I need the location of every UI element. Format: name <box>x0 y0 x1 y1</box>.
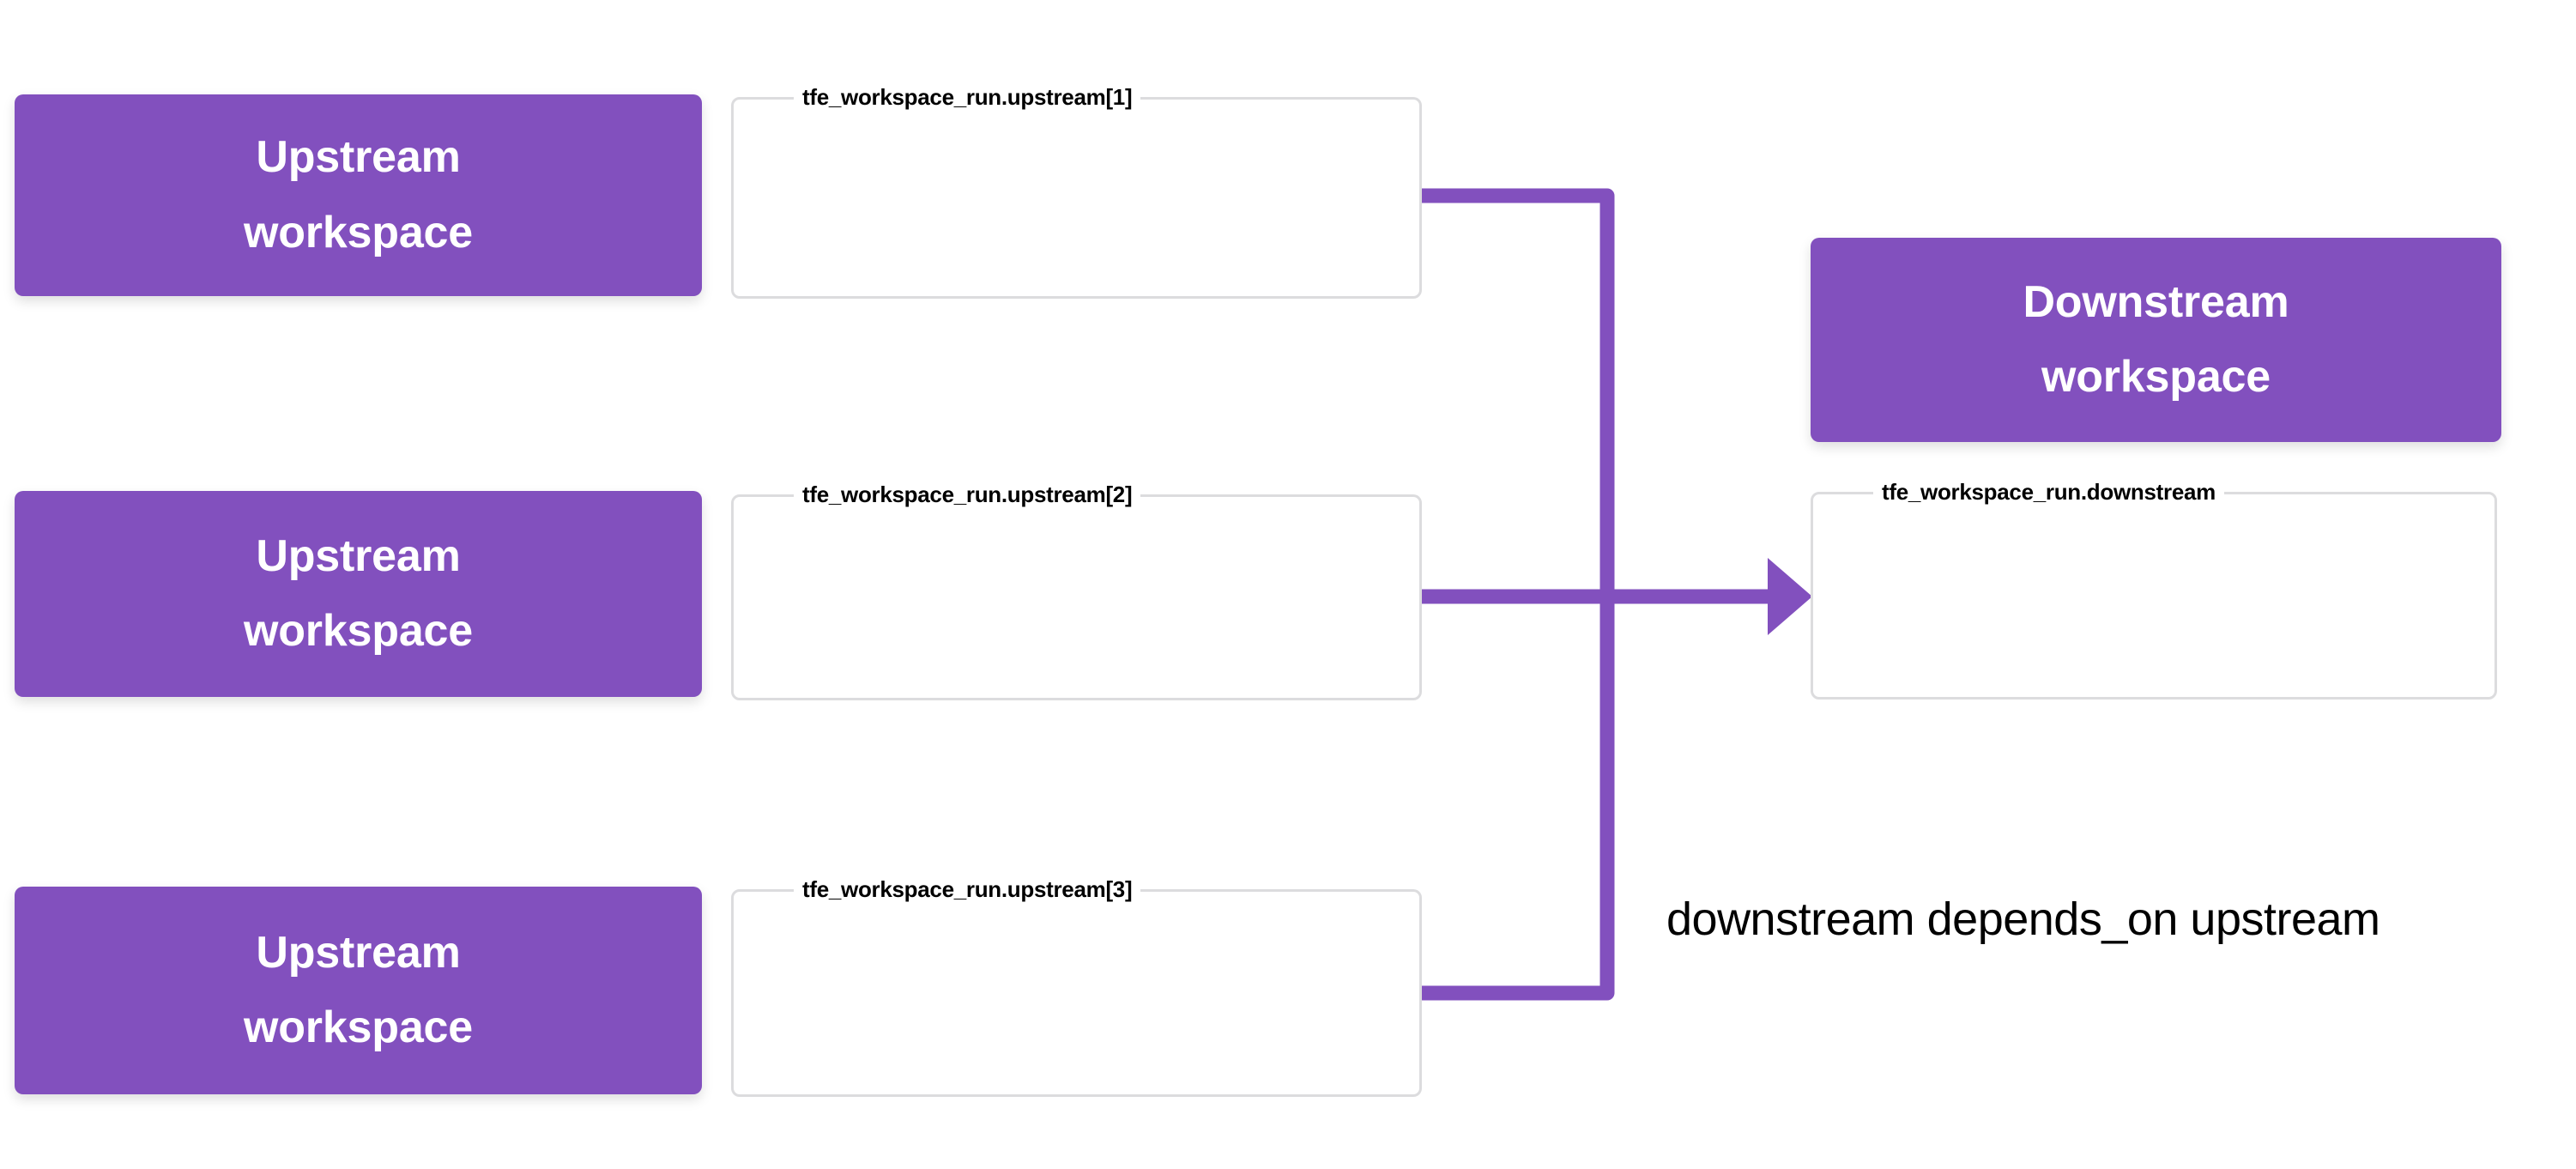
upstream-workspace-card-1[interactable]: Upstream workspace <box>15 94 702 296</box>
dependency-caption: downstream depends_on upstream <box>1666 893 2380 945</box>
resource-group-downstream[interactable]: tfe_workspace_run.downstream <box>1811 479 2497 700</box>
resource-group-label-upstream-2: tfe_workspace_run.upstream[2] <box>794 482 1141 508</box>
connector-upstream-1 <box>1422 188 1615 597</box>
upstream-card-line1-1: Upstream <box>256 132 461 183</box>
downstream-card-line1: Downstream <box>2023 276 2289 327</box>
resource-group-label-upstream-3: tfe_workspace_run.upstream[3] <box>794 876 1141 903</box>
upstream-card-line2-1-a: Upstream <box>256 530 461 581</box>
resource-group-upstream-1[interactable]: tfe_workspace_run.upstream[1] <box>731 84 1422 299</box>
upstream-workspace-card-3[interactable]: Upstream workspace <box>15 887 702 1094</box>
upstream-card-line2-2: workspace <box>243 606 473 656</box>
downstream-card-line2: workspace <box>2041 352 2271 402</box>
downstream-workspace-card[interactable]: Downstream workspace <box>1811 238 2501 442</box>
resource-group-upstream-3[interactable]: tfe_workspace_run.upstream[3] <box>731 876 1422 1097</box>
resource-group-upstream-2[interactable]: tfe_workspace_run.upstream[2] <box>731 482 1422 700</box>
resource-group-label-downstream: tfe_workspace_run.downstream <box>1873 479 2224 506</box>
resource-group-label-upstream-1: tfe_workspace_run.upstream[1] <box>794 84 1141 111</box>
upstream-card-line3-1: Upstream <box>256 927 461 978</box>
connector-upstream-3 <box>1422 597 1615 1001</box>
arrow-right-icon <box>1768 558 1812 635</box>
upstream-workspace-card-2[interactable]: Upstream workspace <box>15 491 702 697</box>
upstream-card-line2-1: workspace <box>243 207 473 257</box>
upstream-card-line3-2: workspace <box>243 1002 473 1052</box>
